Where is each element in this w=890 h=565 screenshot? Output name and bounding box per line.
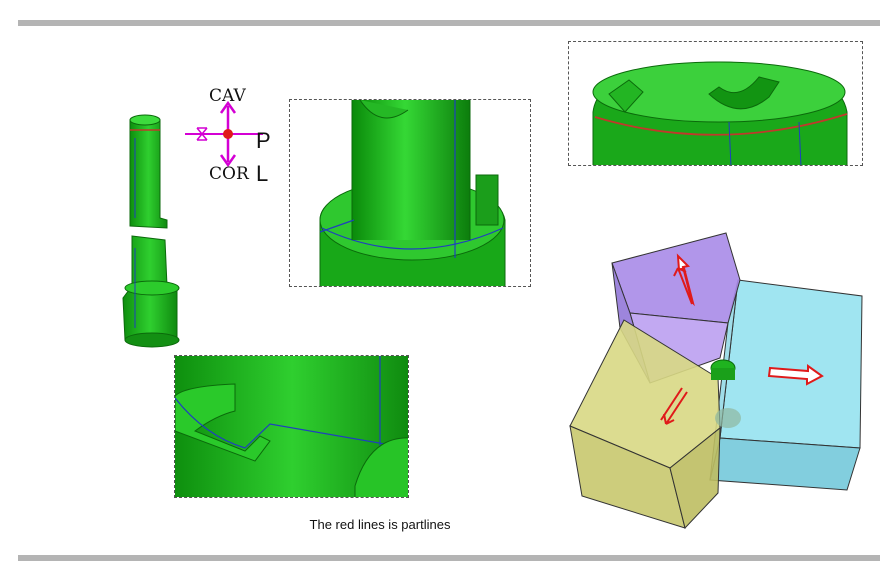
top-divider — [18, 20, 880, 26]
l-label: L — [256, 161, 269, 186]
detail-view-bottom — [174, 355, 409, 498]
part-full-view — [122, 114, 180, 348]
detail-view-center — [289, 99, 531, 287]
caption: The red lines is partlines — [309, 517, 451, 532]
arrow-right — [767, 364, 824, 386]
detail-view-top-right — [568, 41, 863, 166]
p-label: P — [256, 128, 271, 153]
cav-label: CAV — [209, 86, 246, 106]
direction-marker — [185, 100, 263, 168]
bottom-divider — [18, 555, 880, 561]
cor-label: COR — [209, 164, 249, 184]
slider-assembly — [569, 232, 863, 530]
